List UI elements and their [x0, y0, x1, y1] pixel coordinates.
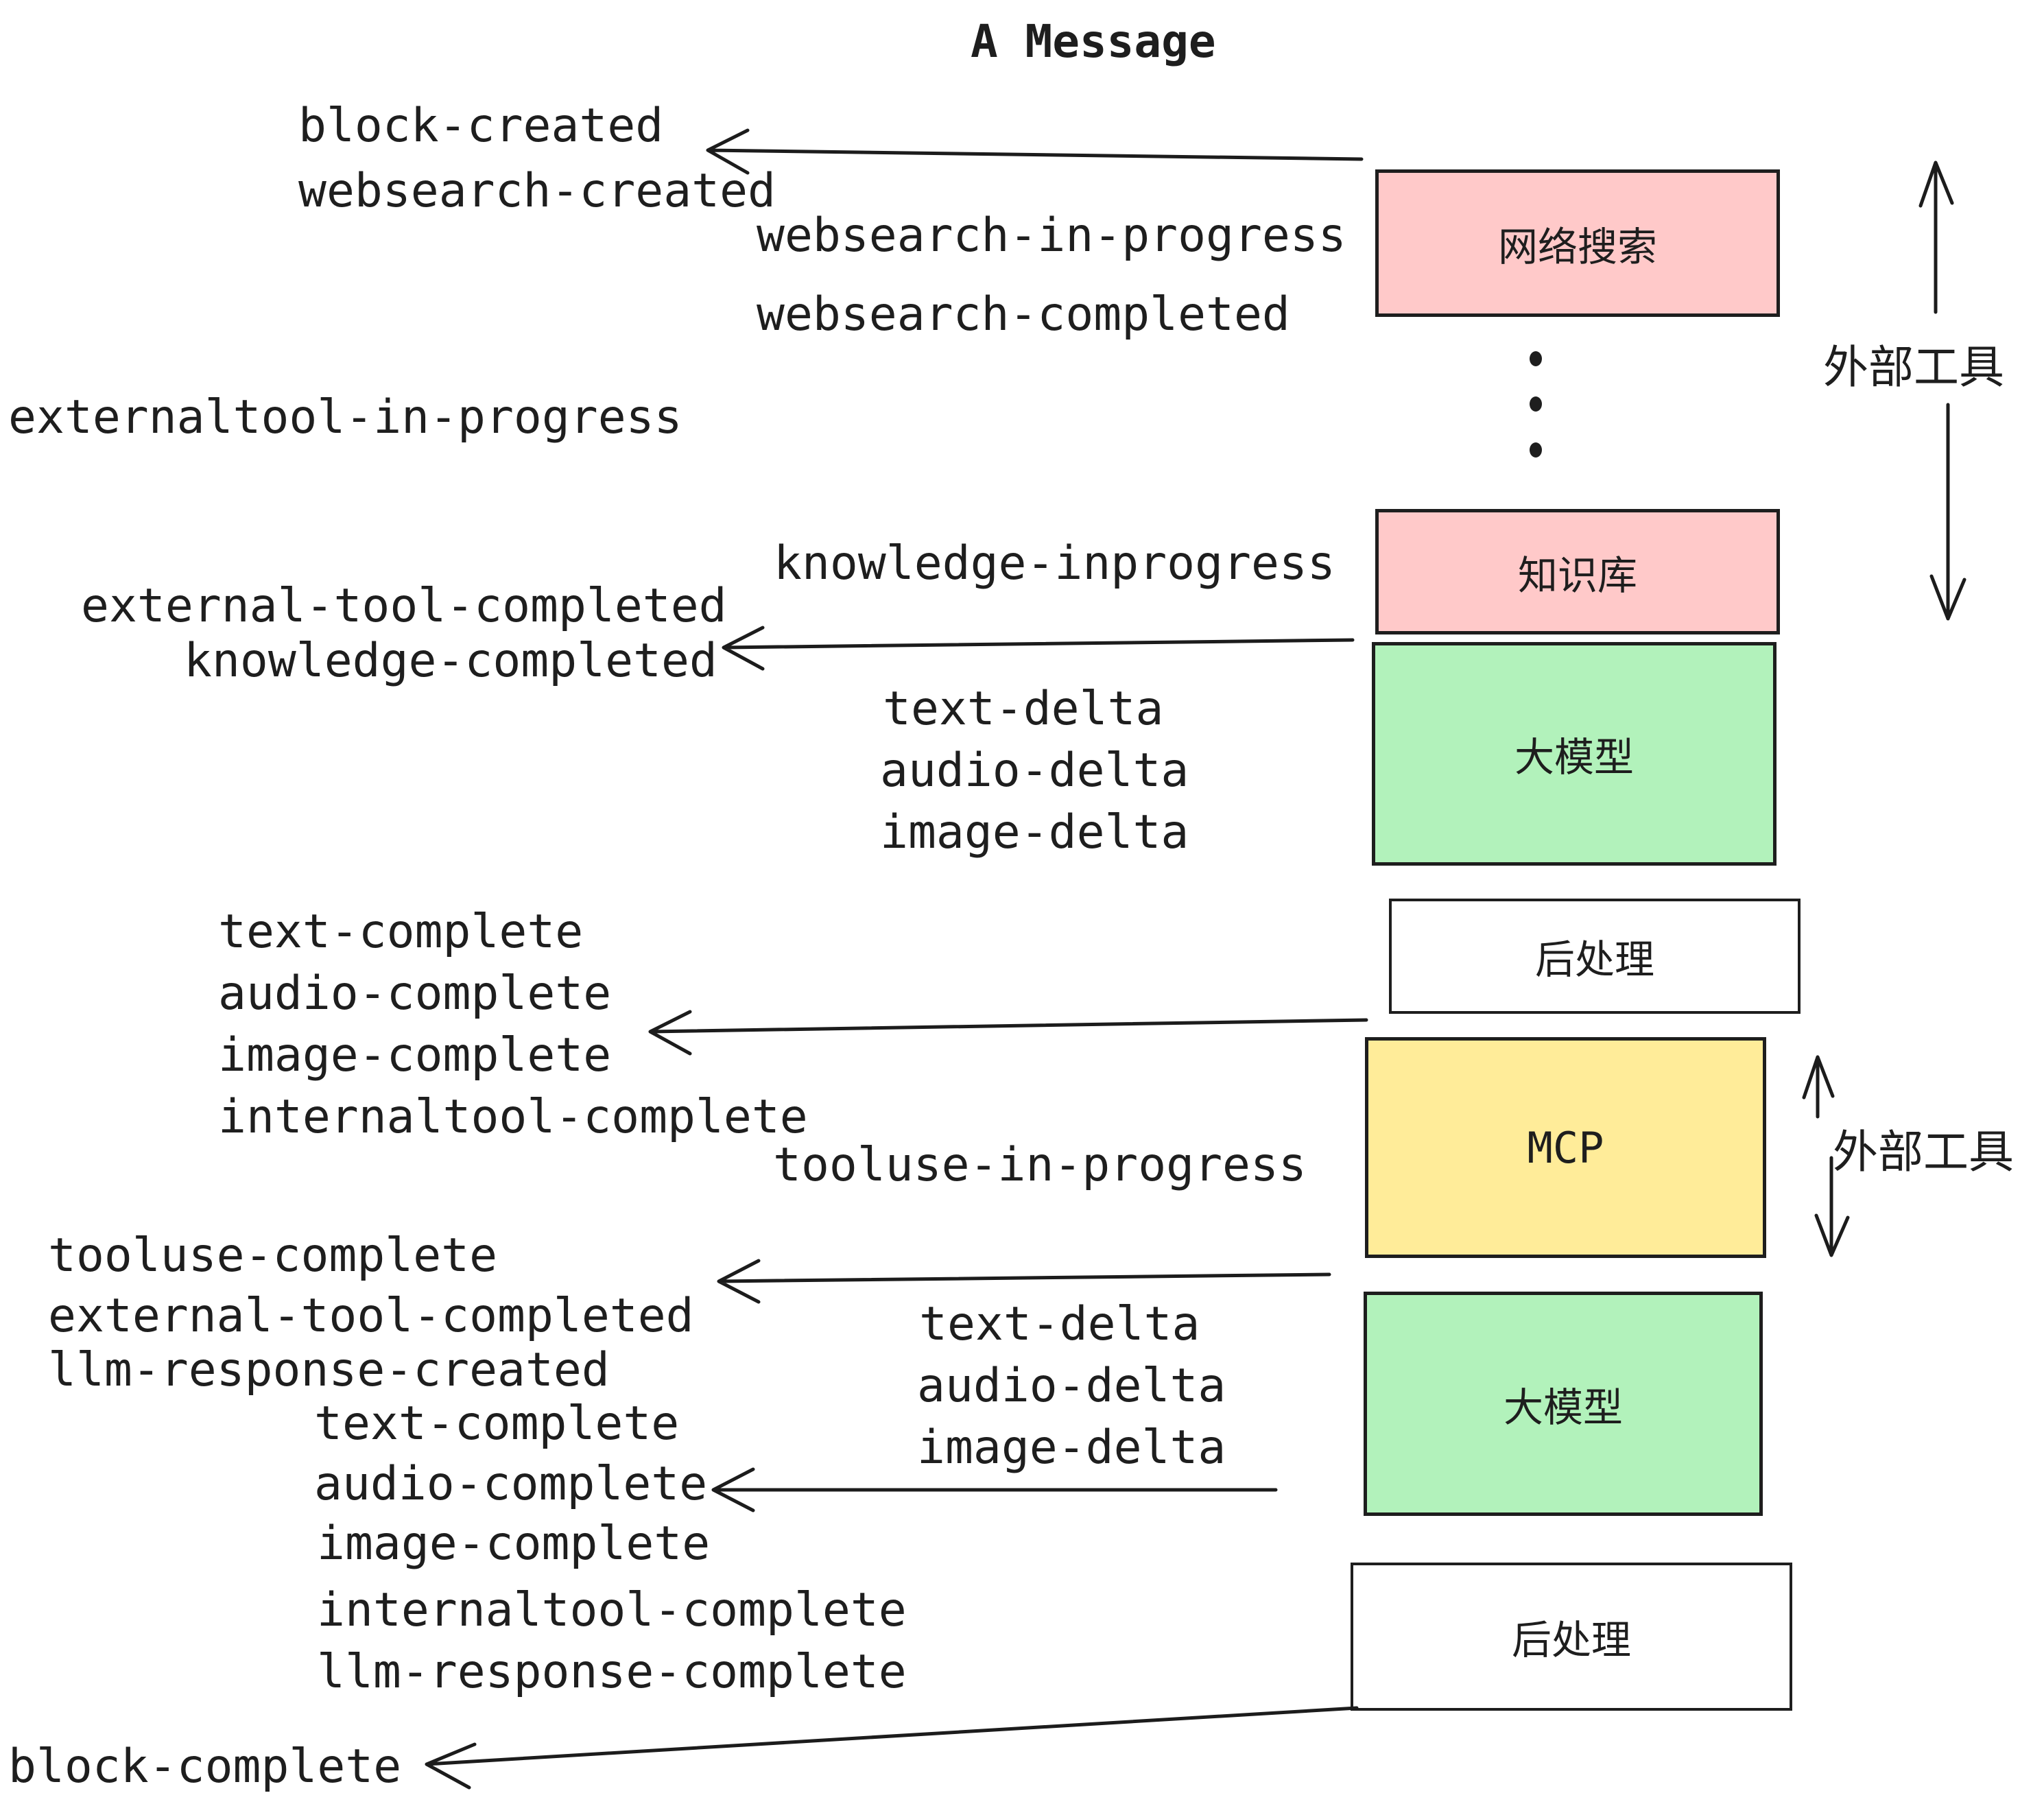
event-block-created: block-created: [298, 99, 664, 153]
box-postprocess-1-label: 后处理: [1534, 938, 1654, 982]
diagram-title: A Message: [971, 15, 1216, 68]
event-llm-response-created: llm-response-created: [48, 1343, 610, 1397]
event-internaltool-complete-1: internaltool-complete: [218, 1090, 808, 1144]
event-tooluse-in-progress: tooluse-in-progress: [773, 1138, 1307, 1192]
event-websearch-completed: websearch-completed: [757, 287, 1290, 342]
event-llm-response-complete: llm-response-complete: [317, 1645, 907, 1699]
box-websearch: 网络搜索: [1375, 169, 1780, 317]
arrow-postprocess2-to-block-complete: [425, 1706, 1359, 1790]
box-postprocess-2: 后处理: [1351, 1563, 1792, 1711]
ellipsis-dot: [1530, 351, 1542, 366]
arrow-postprocess1-to-complete: [648, 1010, 1368, 1056]
event-text-complete-2: text-complete: [314, 1397, 680, 1451]
event-websearch-created: websearch-created: [298, 164, 776, 218]
arrow-llm2-to-complete: [711, 1467, 1278, 1512]
event-knowledge-inprogress: knowledge-inprogress: [774, 536, 1335, 591]
event-external-tool-completed: external-tool-completed: [81, 579, 727, 633]
box-llm-1: 大模型: [1372, 642, 1776, 866]
arrow-websearch-to-created: [706, 128, 1364, 175]
box-postprocess-2-label: 后处理: [1511, 1618, 1631, 1663]
arrow-mcp-to-tooluse-complete: [717, 1259, 1331, 1304]
event-text-complete-1: text-complete: [218, 905, 584, 959]
event-external-tool-completed-2: external-tool-completed: [48, 1289, 694, 1343]
external-tools-note-mcp: 外部工具: [1833, 1126, 2014, 1177]
event-audio-complete-2: audio-complete: [314, 1457, 708, 1511]
event-internaltool-complete-2: internaltool-complete: [317, 1583, 907, 1637]
event-image-delta-2: image-delta: [917, 1421, 1226, 1475]
ellipsis-dot: [1530, 396, 1542, 412]
arrow-external-tools-top-down: [1929, 403, 1966, 621]
event-image-delta-1: image-delta: [880, 805, 1189, 859]
box-mcp: MCP: [1365, 1037, 1766, 1258]
box-knowledge-label: 知识库: [1517, 553, 1637, 598]
event-tooluse-complete: tooluse-complete: [48, 1229, 498, 1283]
box-mcp-label: MCP: [1527, 1122, 1604, 1173]
external-tools-note-top: 外部工具: [1823, 342, 2004, 392]
event-audio-delta-1: audio-delta: [880, 744, 1189, 798]
arrow-external-tools-mcp-up: [1802, 1055, 1835, 1119]
event-block-complete: block-complete: [8, 1740, 402, 1794]
event-audio-delta-2: audio-delta: [917, 1359, 1226, 1413]
box-knowledge: 知识库: [1375, 509, 1780, 634]
event-externaltool-in-progress: externaltool-in-progress: [8, 390, 682, 444]
ellipsis-dot: [1530, 442, 1542, 458]
event-websearch-in-progress: websearch-in-progress: [757, 209, 1346, 263]
arrow-external-tools-top-up: [1918, 161, 1954, 314]
box-llm-1-label: 大模型: [1514, 735, 1634, 780]
event-text-delta-1: text-delta: [883, 682, 1164, 736]
event-image-complete-1: image-complete: [218, 1028, 612, 1082]
event-image-complete-2: image-complete: [317, 1517, 711, 1571]
box-postprocess-1: 后处理: [1389, 899, 1801, 1014]
arrow-knowledge-to-completed: [722, 626, 1355, 671]
event-knowledge-completed: knowledge-completed: [184, 634, 717, 688]
box-llm-2-label: 大模型: [1503, 1385, 1623, 1430]
box-llm-2: 大模型: [1364, 1292, 1763, 1516]
event-audio-complete-1: audio-complete: [218, 966, 612, 1021]
event-text-delta-2: text-delta: [919, 1297, 1200, 1351]
box-websearch-label: 网络搜索: [1497, 224, 1657, 270]
